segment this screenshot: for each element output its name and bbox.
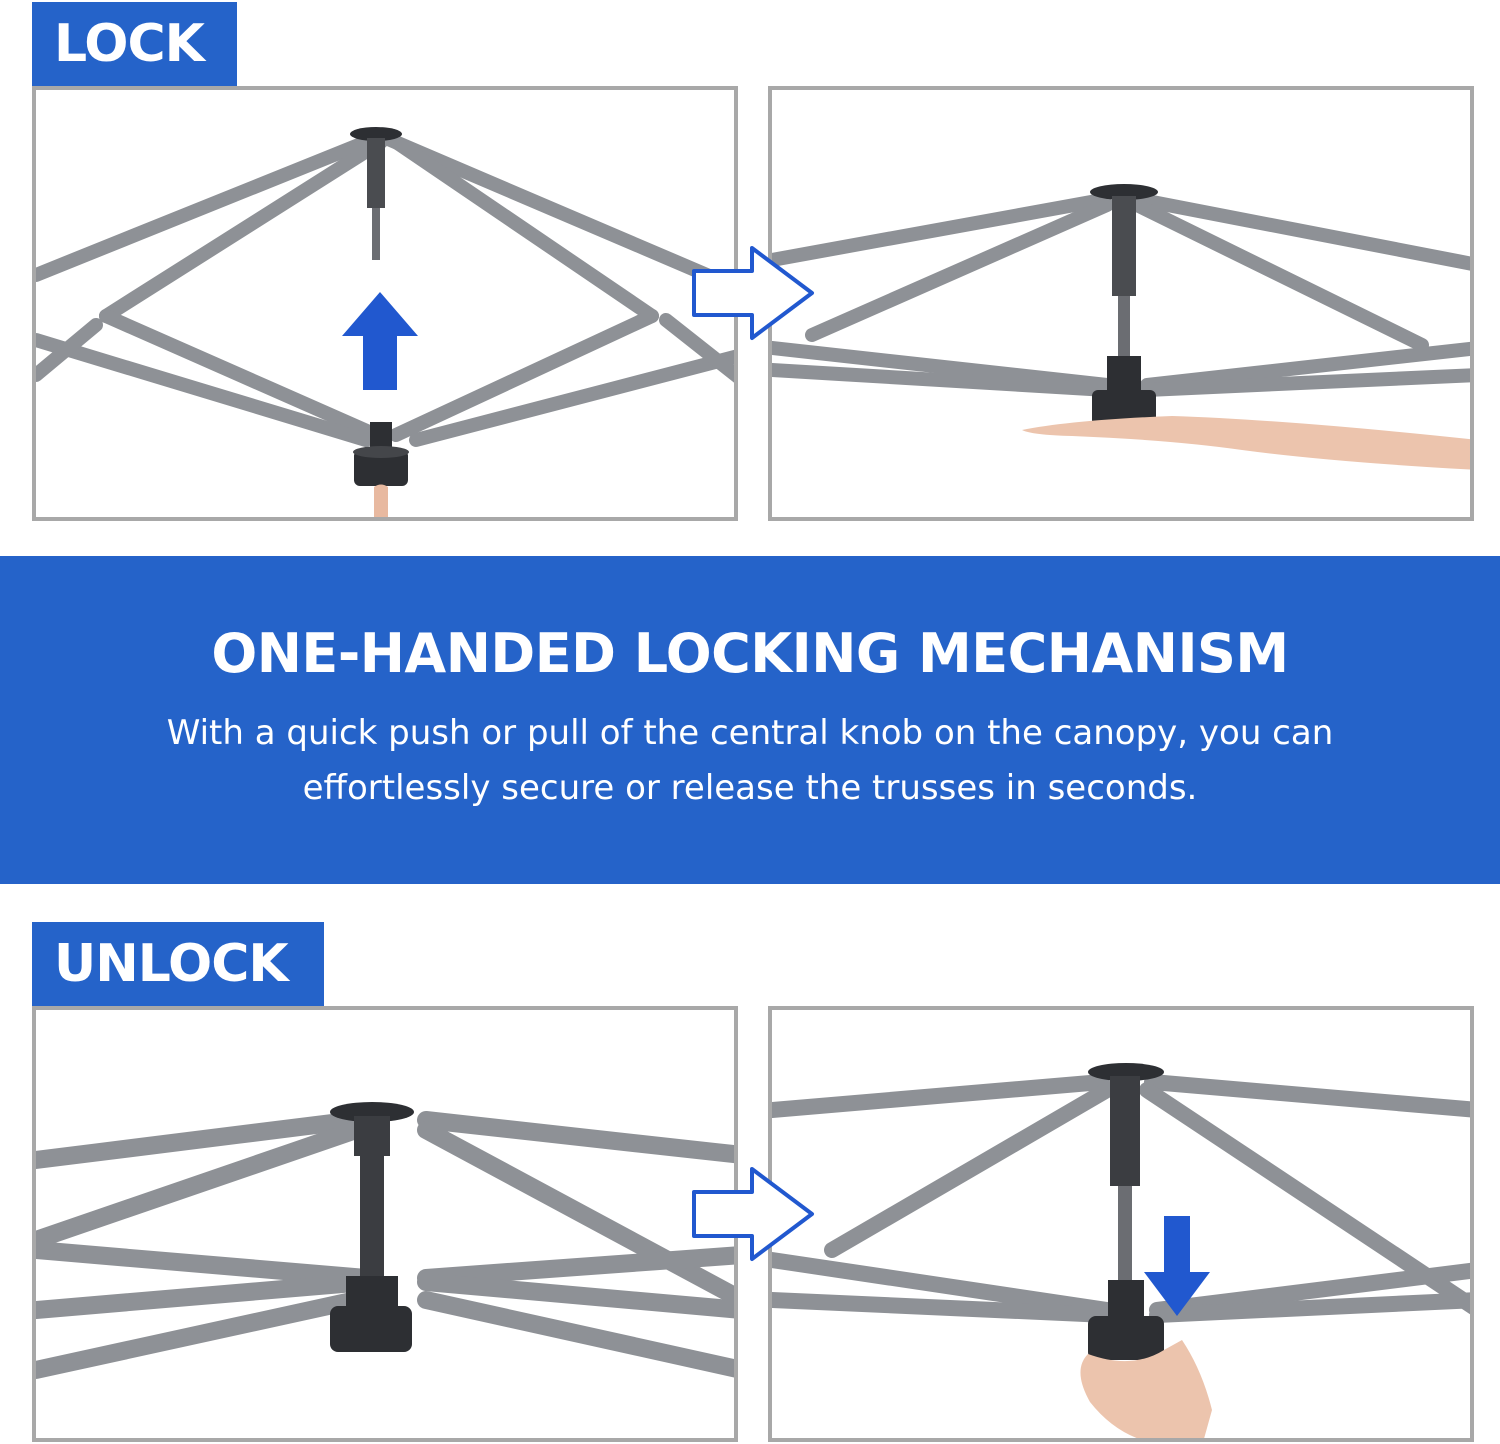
hand [1080, 1340, 1212, 1438]
banner-description-line-2: effortlessly secure or release the truss… [302, 768, 1198, 808]
right-arrow-icon [692, 1167, 814, 1261]
down-arrow-icon [1144, 1216, 1210, 1316]
banner-title: ONE-HANDED LOCKING MECHANISM [211, 622, 1289, 685]
up-arrow-icon [342, 292, 418, 390]
unlock-photo-released [768, 1006, 1474, 1442]
hub [1088, 1063, 1164, 1360]
truss-frame-illustration [36, 127, 734, 517]
truss-frame-illustration [36, 1102, 734, 1379]
unlock-photo-locked [32, 1006, 738, 1442]
lock-label: LOCK [32, 2, 237, 86]
right-arrow-icon [692, 246, 814, 340]
lock-photo-before [32, 86, 738, 521]
hub [330, 1102, 414, 1352]
banner-description: With a quick push or pull of the central… [100, 706, 1400, 816]
finger [374, 484, 388, 517]
hub-bottom [353, 422, 409, 486]
truss-frame-illustration [772, 184, 1470, 470]
truss-frame-illustration [772, 1063, 1470, 1438]
info-banner [0, 556, 1500, 884]
hand [1022, 416, 1470, 470]
lock-photo-after [768, 86, 1474, 521]
hub-top [350, 127, 402, 260]
hub [1090, 184, 1158, 426]
unlock-label: UNLOCK [32, 922, 324, 1006]
banner-description-line-1: With a quick push or pull of the central… [166, 713, 1334, 753]
